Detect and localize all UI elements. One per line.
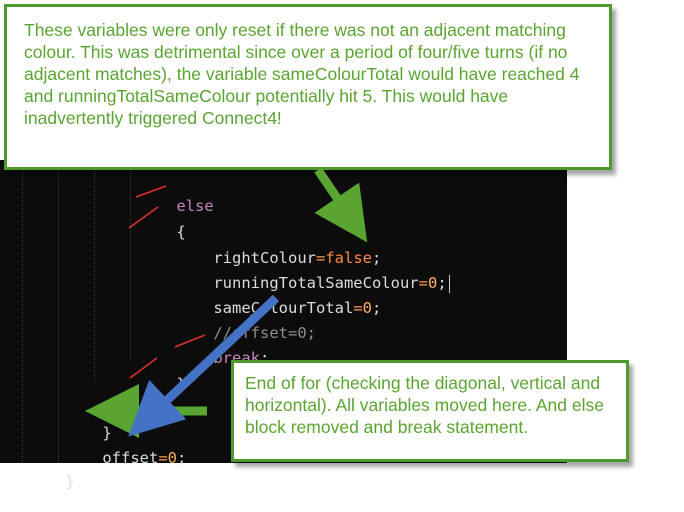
annotation-bottom-text: End of for (checking the diagonal, verti… xyxy=(245,373,604,437)
semicolon: ; xyxy=(372,249,382,267)
equals-operator: = xyxy=(418,274,428,292)
equals-operator: = xyxy=(315,249,326,267)
variable-same-colour-total: sameColourTotal xyxy=(213,299,354,317)
annotation-overlay xyxy=(85,167,368,438)
semicolon: ; xyxy=(260,349,270,367)
strike-mark-break xyxy=(174,334,206,348)
indent-guide xyxy=(58,160,59,463)
code-line-running-total[interactable]: runningTotalSameColour=0; xyxy=(176,253,450,313)
strike-mark-close-brace xyxy=(129,357,158,379)
strike-mark-open-brace xyxy=(128,206,159,229)
code-line-open-brace[interactable]: { xyxy=(139,202,186,262)
indent-guide xyxy=(130,160,131,360)
value-zero: 0 xyxy=(362,299,372,317)
green-arrow-icon xyxy=(314,167,368,243)
annotation-top-text: These variables were only reset if there… xyxy=(24,20,580,128)
annotation-callout-bottom: End of for (checking the diagonal, verti… xyxy=(231,360,629,462)
close-brace: } xyxy=(65,473,75,491)
value-zero: 0 xyxy=(167,449,178,467)
semicolon: ; xyxy=(177,449,187,467)
equals-operator: = xyxy=(158,449,168,467)
indent-guide xyxy=(94,160,95,380)
open-brace: { xyxy=(176,223,186,241)
variable-right-colour: rightColour xyxy=(213,249,316,267)
value-zero: 0 xyxy=(427,274,438,292)
variable-running-total: runningTotalSameColour xyxy=(213,274,419,292)
else-keyword: else xyxy=(176,197,214,215)
value-false: false xyxy=(325,249,372,267)
blue-arrow-icon xyxy=(128,294,280,437)
text-cursor xyxy=(448,274,450,293)
equals-operator: = xyxy=(353,299,363,317)
semicolon: ; xyxy=(437,274,447,292)
code-line-else[interactable]: else xyxy=(139,176,214,236)
code-line-same-colour[interactable]: sameColourTotal=0; xyxy=(176,278,381,338)
annotation-callout-top: These variables were only reset if there… xyxy=(4,4,612,170)
semicolon: ; xyxy=(372,299,382,317)
code-line-right-colour[interactable]: rightColour=false; xyxy=(176,228,381,288)
strike-mark-else xyxy=(135,185,167,198)
indent-guide xyxy=(22,160,23,463)
